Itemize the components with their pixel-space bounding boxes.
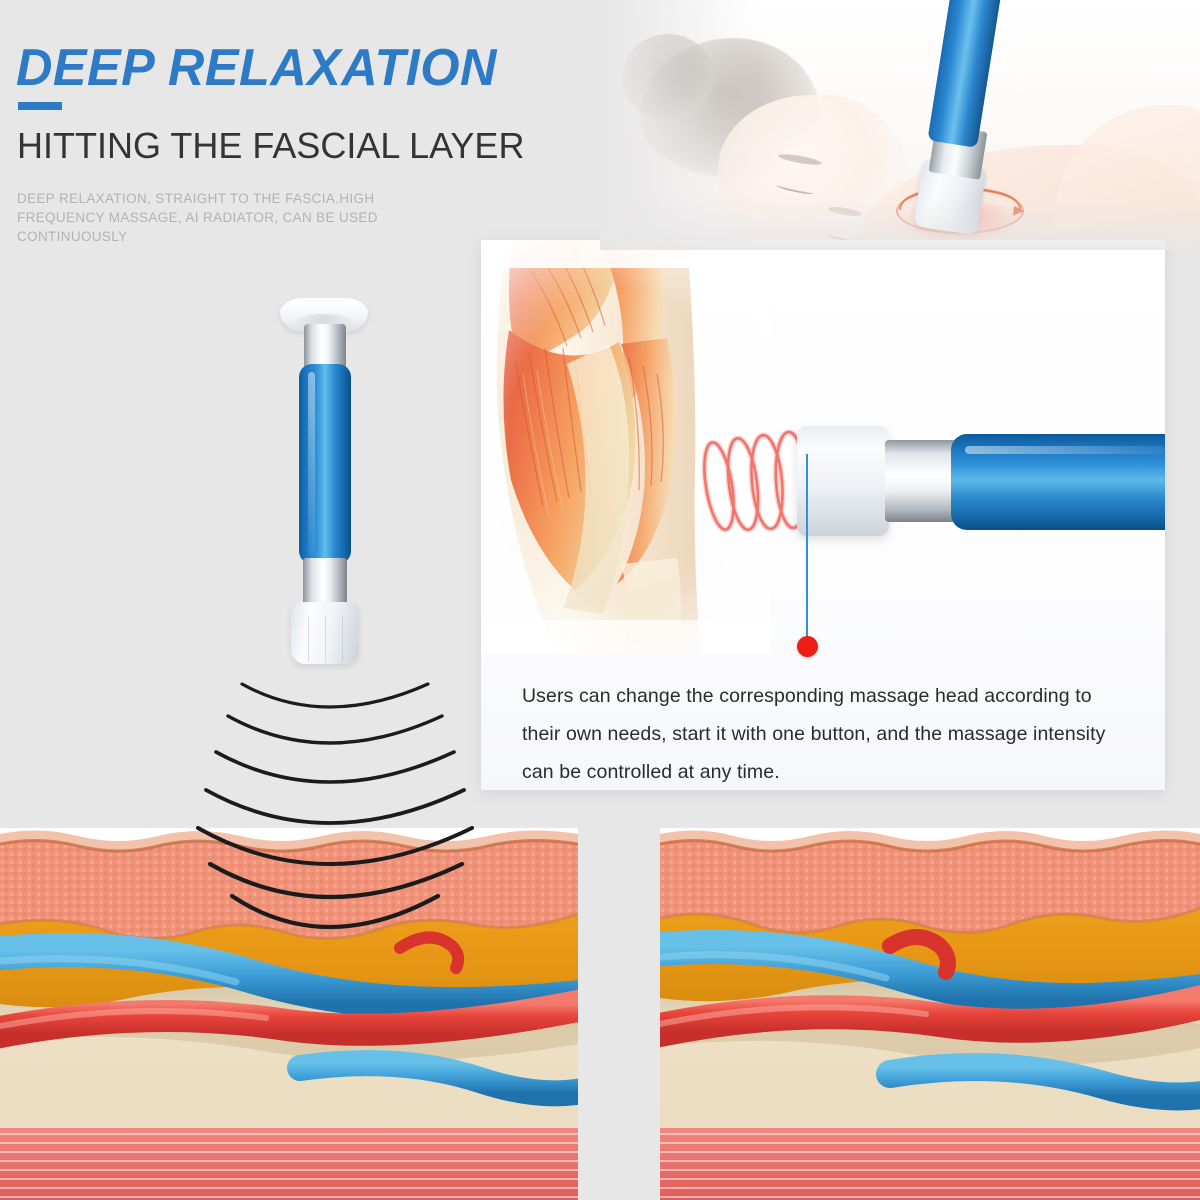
page-subtitle: HITTING THE FASCIAL LAYER (17, 125, 525, 166)
skin-cross-section-resting (660, 828, 1200, 1200)
skin-cross-section-with-percussion (0, 828, 578, 1200)
chrome-shaft (885, 440, 957, 522)
arm-massage-detail-panel: Users can change the corresponding massa… (481, 240, 1165, 790)
inset-caption: Users can change the corresponding massa… (522, 685, 1106, 783)
photo-bottom-fade (600, 0, 1200, 250)
white-ribbed-massage-head (291, 602, 359, 664)
callout-leader-line (806, 454, 808, 644)
percussion-wave-arcs (170, 668, 500, 988)
callout-red-dot (797, 636, 818, 657)
massage-head-attachment (797, 426, 889, 536)
skin-layers-left (0, 828, 578, 1200)
woman-receiving-neck-massage-photo (600, 0, 1200, 250)
anatomical-arm-muscle-illustration (481, 240, 771, 664)
chrome-lower-neck (303, 558, 347, 610)
accent-dash (18, 102, 62, 110)
skin-layers-right (660, 828, 1200, 1200)
blue-handle-grip (951, 434, 1165, 530)
massage-gun-vertical (278, 298, 372, 668)
blue-silicone-grip (299, 364, 351, 564)
header-blurb: DEEP RELAXATION, STRAIGHT TO THE FASCIA.… (17, 191, 378, 244)
page-title: DEEP RELAXATION (16, 39, 497, 97)
